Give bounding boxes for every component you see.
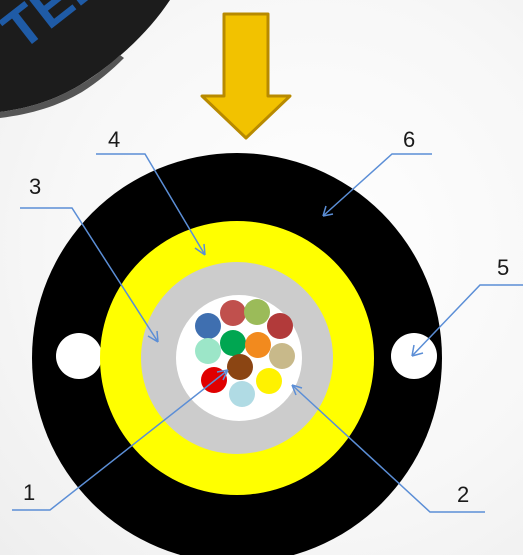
fiber-brown (227, 354, 253, 380)
down-arrow-icon (202, 14, 290, 138)
fiber-blue (195, 313, 221, 339)
fiber-maroon (267, 313, 293, 339)
callout-label-3: 3 (29, 174, 41, 199)
callout-label-1: 1 (23, 480, 35, 505)
fiber-green-dark (220, 330, 246, 356)
corner-banner: TEL (0, 0, 170, 118)
arrow-shape (202, 14, 290, 138)
callout-label-6: 6 (403, 127, 415, 152)
fiber-yellow (256, 368, 282, 394)
fiber-red (220, 300, 246, 326)
strength-member-left (56, 333, 102, 379)
fiber-aqua (195, 338, 221, 364)
fiber-green (244, 299, 270, 325)
fiber-light-blue (229, 381, 255, 407)
fiber-tan (269, 343, 295, 369)
callout-label-5: 5 (497, 255, 509, 280)
fiber-orange (245, 332, 271, 358)
callout-label-4: 4 (108, 127, 120, 152)
callout-label-2: 2 (457, 482, 469, 507)
